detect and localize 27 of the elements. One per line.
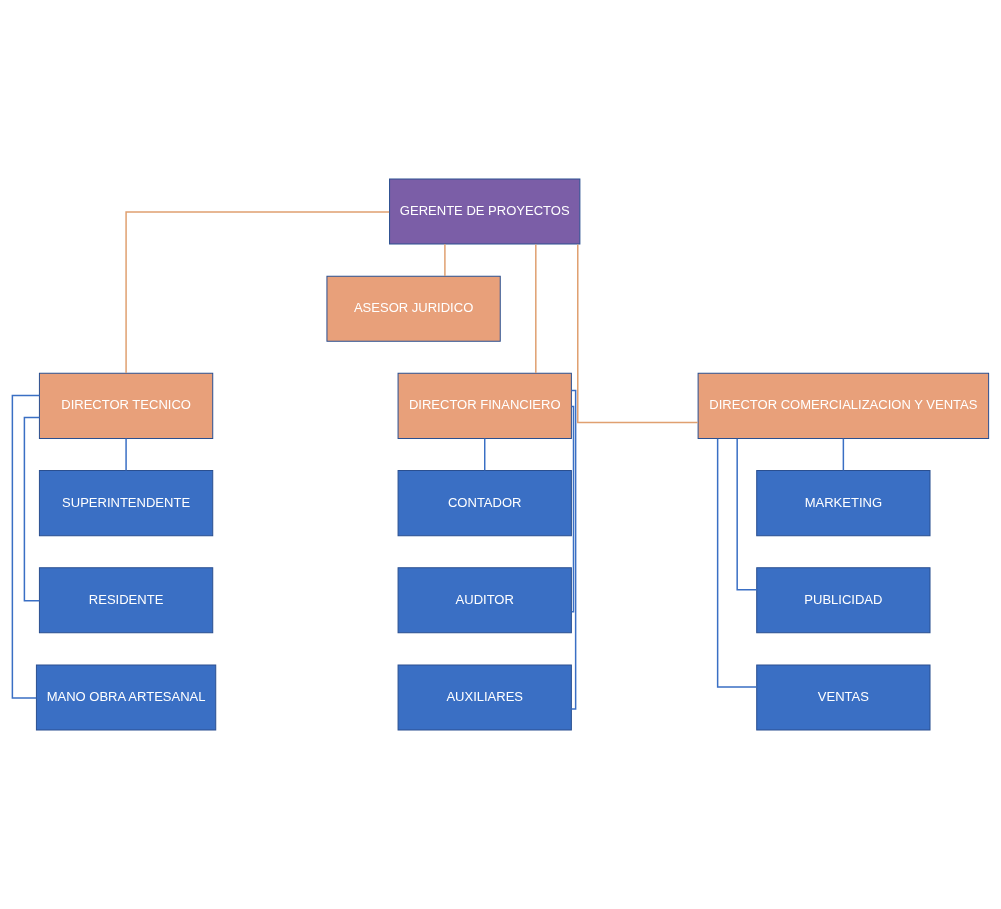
node-box: VENTAS xyxy=(756,664,931,731)
node-box: DIRECTOR FINANCIERO xyxy=(397,372,572,439)
node-box: AUXILIARES xyxy=(397,664,572,731)
node-box: PUBLICIDAD xyxy=(756,567,931,634)
node-box: RESIDENTE xyxy=(38,567,214,634)
connector xyxy=(125,211,390,374)
node-box: CONTADOR xyxy=(397,470,572,537)
node-box: ASESOR JURIDICO xyxy=(326,275,501,342)
node-box: DIRECTOR TECNICO xyxy=(38,372,214,439)
connector xyxy=(716,437,758,688)
connector xyxy=(736,438,758,591)
connector xyxy=(483,437,486,472)
connector xyxy=(842,437,845,472)
node-box: DIRECTOR COMERCIALIZACION Y VENTAS xyxy=(697,372,990,439)
connector xyxy=(570,405,575,613)
node-box: SUPERINTENDENTE xyxy=(38,470,214,537)
connector xyxy=(23,416,41,602)
connector xyxy=(535,243,537,374)
connector xyxy=(577,243,699,424)
node-box: GERENTE DE PROYECTOS xyxy=(389,178,581,245)
connector xyxy=(125,437,127,472)
connector xyxy=(444,243,446,277)
node-box: MARKETING xyxy=(756,470,931,537)
connector xyxy=(11,394,41,699)
connector xyxy=(570,389,577,710)
node-box: AUDITOR xyxy=(397,567,572,634)
node-box: MANO OBRA ARTESANAL xyxy=(35,664,217,731)
